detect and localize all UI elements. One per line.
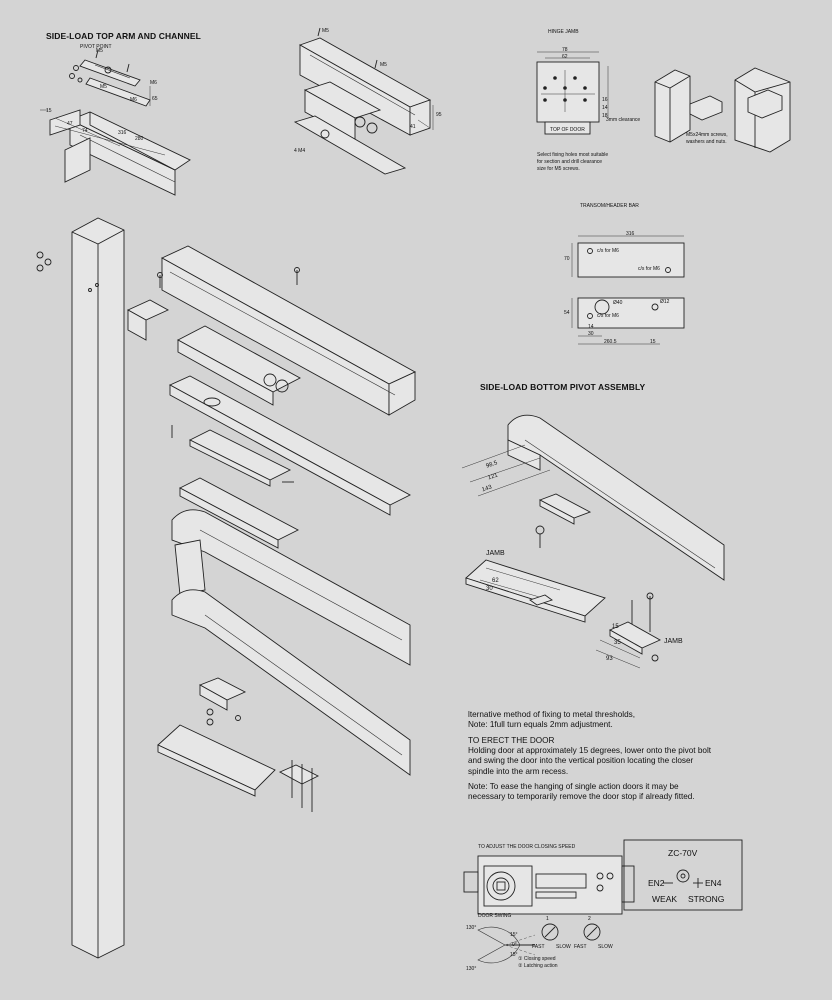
legend-latching: ② Latching action [518, 963, 558, 969]
dim-74-label: 74 [82, 128, 88, 134]
slow-a-label: SLOW [556, 944, 571, 950]
speed-drawing [463, 839, 743, 964]
transom-30: 30 [588, 331, 594, 337]
transom-d12: Ø12 [660, 299, 670, 305]
door-swing-label: DOOR SWING [478, 913, 512, 919]
channel-41: 41 [410, 124, 416, 130]
transom-316: 316 [626, 231, 635, 237]
transom-cs-c: c/s for M6 [597, 313, 619, 319]
threshold-note-1: lternative method of fixing to metal thr… [468, 710, 636, 719]
angle-0: 0° [512, 942, 517, 948]
transom-260: 260.5 [604, 339, 617, 345]
fast-b-label: FAST [574, 944, 587, 950]
dim-m6b-label: M6 [150, 80, 157, 86]
hinge-dim-62: 62 [562, 54, 568, 60]
angle-15-top: 15° [510, 932, 518, 938]
strong-label: STRONG [688, 894, 725, 904]
dim-316-label: 316 [118, 130, 127, 136]
dim-15-label: 15 [46, 108, 52, 114]
dim-m5-label: M5 [100, 84, 107, 90]
plate-dim-30: 30 [486, 586, 493, 592]
hinge-dim-14: 14 [602, 105, 608, 111]
dim-47-label: 47 [67, 121, 73, 127]
hinge-dim-16: 16 [602, 97, 608, 103]
weak-label: WEAK [652, 894, 678, 904]
tall-jamb-drawing [36, 217, 125, 959]
bottom-pivot-title: SIDE-LOAD BOTTOM PIVOT ASSEMBLY [480, 382, 646, 392]
top-arm-title: SIDE-LOAD TOP ARM AND CHANNEL [46, 31, 201, 41]
fastener-group [157, 267, 313, 812]
transom-14: 14 [588, 324, 594, 330]
pivot-dim-35: 35 [614, 640, 621, 646]
slow-b-label: SLOW [598, 944, 613, 950]
angle-130-top: 130° [466, 925, 477, 931]
hinge-clearance: 3mm clearance [606, 117, 641, 123]
erect-body: Holding door at approximately 15 degrees… [468, 746, 712, 776]
en2-label: EN2 [648, 878, 665, 888]
screw-note-1: M5x24mm screws, [686, 132, 728, 138]
angle-15-bottom: 15° [510, 952, 518, 958]
hinge-note-1: Select fixing holes most suitable [537, 152, 609, 158]
valve-1-label: 1 [546, 916, 549, 922]
pivot-point-label: PIVOT POINT [80, 44, 112, 50]
channel-m5-b: M5 [380, 62, 387, 68]
threshold-note-2: Note: 1full turn equals 2mm adjustment. [468, 720, 613, 729]
closer-assembly-drawing [127, 245, 416, 812]
channel-m5-a: M5 [322, 28, 329, 34]
pivot-dim-15: 15 [612, 624, 619, 630]
dim-m5b-label: M5 [96, 48, 103, 54]
erect-title: TO ERECT THE DOOR [468, 736, 555, 745]
top-of-door: TOP OF DOOR [550, 127, 585, 133]
channel-drawing [293, 27, 434, 175]
jamb-label-a: JAMB [486, 550, 505, 557]
transom-70: 70 [564, 256, 570, 262]
channel-95: 95 [436, 112, 442, 118]
hinge-jamb-title: HINGE JAMB [548, 29, 579, 35]
model-label: ZC-70V [668, 848, 698, 858]
transom-15: 15 [650, 339, 656, 345]
pivot-dim-93: 93 [606, 656, 613, 662]
transom-cs-b: c/s for M6 [638, 266, 660, 272]
top-arm-drawing [40, 49, 191, 196]
fast-a-label: FAST [532, 944, 545, 950]
valve-2-label: 2 [588, 916, 591, 922]
plate-dim-62: 62 [492, 578, 499, 584]
bottom-pivot-drawing [461, 414, 725, 669]
dim-65-label: 65 [152, 96, 158, 102]
hinge-jamb-drawing [536, 51, 791, 153]
en4-label: EN4 [705, 878, 722, 888]
angle-130-bottom: 130° [466, 966, 477, 972]
erect-note: Note: To ease the hanging of single acti… [468, 782, 695, 802]
dim-m6-label: M6 [130, 97, 137, 103]
legend-closing: ① Closing speed [518, 956, 556, 962]
dim-280-label: 280 [135, 136, 144, 142]
hinge-dim-18: 18 [602, 113, 608, 119]
transom-d40: Ø40 [613, 300, 623, 306]
hinge-note-3: size for M5 screws. [537, 166, 580, 172]
transom-title: TRANSOM/HEADER BAR [580, 203, 639, 209]
speed-title: TO ADJUST THE DOOR CLOSING SPEED [478, 844, 576, 850]
transom-drawing [571, 235, 685, 345]
channel-4m4: 4 M4 [294, 148, 306, 154]
screw-note-2: washers and nuts. [686, 139, 727, 145]
hinge-note-2: for section and drill clearance [537, 159, 603, 165]
transom-54: 54 [564, 310, 570, 316]
hinge-dim-78: 78 [562, 47, 568, 53]
jamb-label-b: JAMB [664, 638, 683, 645]
transom-cs-a: c/s for M6 [597, 248, 619, 254]
